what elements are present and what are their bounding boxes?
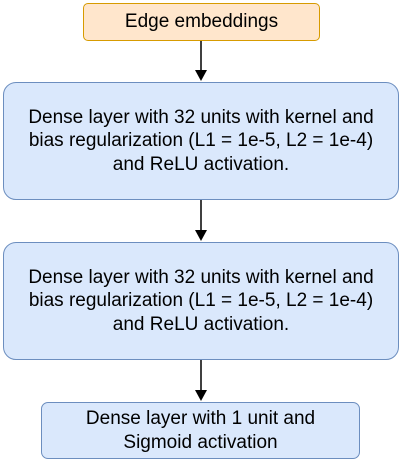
node-dense-layer-2: Dense layer with 32 units with kernel an… bbox=[3, 242, 399, 360]
node-edge-embeddings-label: Edge embeddings bbox=[124, 11, 279, 33]
node-edge-embeddings: Edge embeddings bbox=[83, 3, 320, 41]
node-dense-layer-2-label: Dense layer with 32 units with kernel an… bbox=[28, 266, 374, 335]
node-dense-layer-1: Dense layer with 32 units with kernel an… bbox=[3, 82, 399, 200]
node-dense-output-layer: Dense layer with 1 unit and Sigmoid acti… bbox=[41, 402, 360, 459]
arrow-dense-2-to-dense-output bbox=[195, 360, 207, 401]
arrow-edge-embeddings-to-dense-1 bbox=[195, 41, 207, 81]
node-dense-layer-1-label: Dense layer with 32 units with kernel an… bbox=[28, 106, 374, 175]
node-dense-output-layer-label: Dense layer with 1 unit and Sigmoid acti… bbox=[85, 407, 316, 453]
arrow-dense-1-to-dense-2 bbox=[195, 200, 207, 241]
